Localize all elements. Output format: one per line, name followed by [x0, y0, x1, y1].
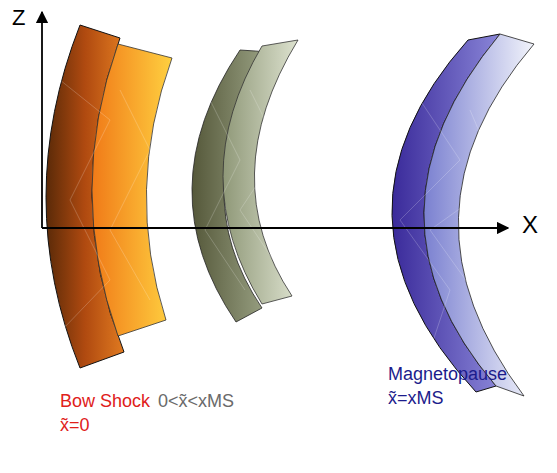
z-axis: [41, 12, 43, 228]
mesh-lines: [60, 80, 500, 350]
axis-label: Z: [12, 6, 25, 30]
x-axis: [42, 227, 508, 229]
axis-label: X: [522, 212, 538, 238]
surface-label: x̃=xMS: [388, 389, 444, 409]
surface-label: Bow Shock: [60, 392, 150, 412]
surface-label: 0<x̃<xMS: [158, 392, 234, 412]
bow-shock-front: [92, 44, 172, 336]
surface-label: x̃=0: [60, 416, 90, 436]
surface-label: Magnetopause: [388, 365, 507, 385]
magnetopause-front: [424, 34, 534, 396]
